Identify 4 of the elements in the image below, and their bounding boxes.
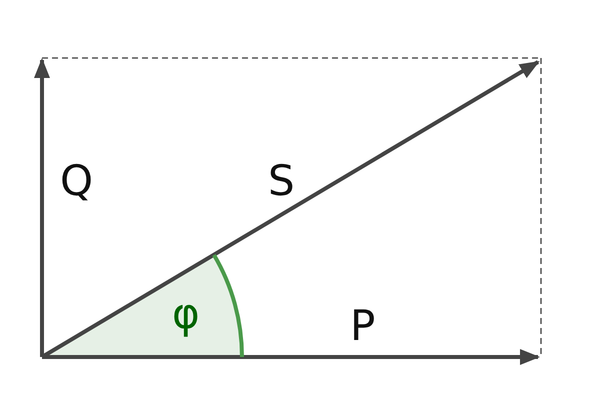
vector-label: S — [268, 160, 295, 202]
vector-label: P — [350, 305, 376, 347]
vector-label: Q — [60, 160, 94, 202]
angle-label: φ — [172, 293, 200, 335]
